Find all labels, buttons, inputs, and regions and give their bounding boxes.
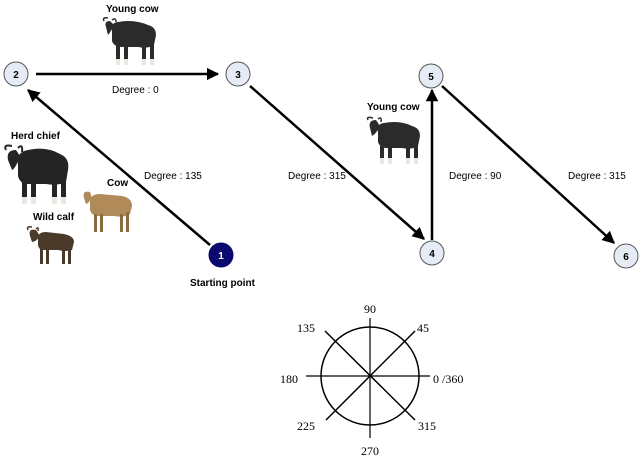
starting-point-label: Starting point (190, 278, 256, 289)
compass-label-180: 180 (280, 372, 298, 386)
edge-label-1-2: Degree : 135 (144, 171, 202, 182)
node-6: 6 (613, 243, 639, 269)
node-4-circle (419, 240, 445, 266)
edge-label-2-3: Degree : 0 (112, 85, 159, 96)
wild-calf-label: Wild calf (33, 212, 75, 223)
edge-5-6 (441, 85, 615, 244)
edge-1-2 (27, 89, 211, 246)
node-1-label: 1 (218, 251, 224, 262)
wild-calf-icon (26, 226, 74, 264)
node-4: 4 (419, 240, 445, 266)
node-3-circle (225, 61, 251, 87)
young-cow-top-icon (102, 17, 156, 65)
compass-label-0-360: 0 /360 (433, 372, 463, 386)
node-5-label: 5 (428, 72, 434, 83)
node-2: 2 (3, 61, 29, 87)
node-6-label: 6 (623, 252, 629, 263)
node-5-circle (418, 63, 444, 89)
young-cow-mid-label: Young cow (367, 102, 420, 113)
herd-chief-icon (4, 144, 69, 204)
edges (27, 67, 615, 246)
young-cow-mid-icon (366, 116, 420, 164)
node-2-circle (3, 61, 29, 87)
compass-label-90: 90 (364, 302, 376, 316)
compass-rose: 90 45 135 180 0 /360 225 315 270 (280, 302, 463, 458)
compass-diagonal-135-315 (324, 330, 416, 421)
node-3-label: 3 (235, 70, 241, 81)
edge-label-4-5: Degree : 90 (449, 171, 502, 182)
node-3: 3 (225, 61, 251, 87)
node-6-circle (613, 243, 639, 269)
compass-label-135: 135 (297, 321, 315, 335)
node-2-label: 2 (13, 70, 19, 81)
compass-label-225: 225 (297, 419, 315, 433)
node-4-label: 4 (429, 249, 435, 260)
edge-label-5-6: Degree : 315 (568, 171, 626, 182)
edge-3-4 (249, 85, 425, 240)
node-1: 1 (208, 242, 234, 268)
herd-chief-label: Herd chief (11, 131, 61, 142)
node-5: 5 (418, 63, 444, 89)
compass-label-315: 315 (418, 419, 436, 433)
young-cow-top-label: Young cow (106, 4, 159, 15)
node-1-circle (208, 242, 234, 268)
compass-label-270: 270 (361, 444, 379, 458)
cow-label: Cow (107, 178, 128, 189)
compass-label-45: 45 (417, 321, 429, 335)
cow-icon (83, 191, 132, 232)
edge-label-3-4: Degree : 315 (288, 171, 346, 182)
